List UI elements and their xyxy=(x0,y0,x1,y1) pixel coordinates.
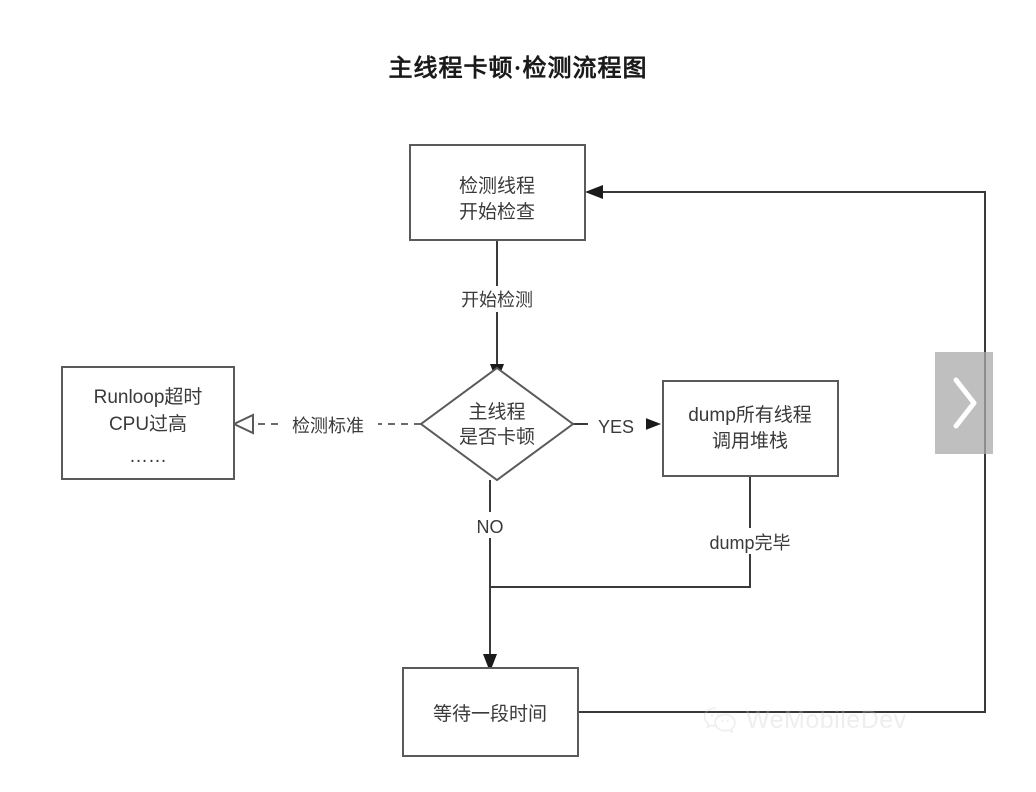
page-title: 主线程卡顿·检测流程图 xyxy=(388,56,648,82)
node-dump-stacks[interactable]: dump所有线程 调用堆栈 xyxy=(662,380,839,477)
edge-label-group: 开始检测 检测标准 YES NO dump完毕 xyxy=(278,286,806,554)
edge-label-start-detect: 开始检测 xyxy=(461,290,533,310)
node-dump-stacks-line1: dump所有线程 xyxy=(688,404,812,426)
arrowhead-icon xyxy=(483,654,497,672)
edge-dump-done xyxy=(491,476,751,588)
open-arrowhead-icon xyxy=(231,413,254,435)
node-criteria-line1: Runloop超时 xyxy=(94,386,203,408)
node-detect-thread-line2: 开始检查 xyxy=(459,201,535,223)
node-dump-stacks-line2: 调用堆栈 xyxy=(712,430,788,452)
node-detect-thread[interactable]: 检测线程 开始检查 xyxy=(409,144,586,241)
node-criteria-line3: …… xyxy=(129,446,167,467)
edge-label-no: NO xyxy=(477,517,504,537)
node-wait-line1: 等待一段时间 xyxy=(433,703,547,725)
node-decision-line2: 是否卡顿 xyxy=(459,426,535,448)
edge-label-dump-done: dump完毕 xyxy=(709,533,790,553)
node-criteria-line2: CPU过高 xyxy=(109,413,187,435)
arrowhead-icon xyxy=(585,185,603,199)
node-wait[interactable]: 等待一段时间 xyxy=(402,667,579,757)
node-decision-line1: 主线程 xyxy=(468,401,525,423)
node-decision-main-thread-stuck[interactable]: 主线程 是否卡顿 xyxy=(419,366,575,482)
edge-no xyxy=(483,480,497,672)
arrowhead-icon xyxy=(643,417,661,431)
next-image-button[interactable] xyxy=(935,352,993,454)
edge-label-criteria: 检测标准 xyxy=(292,416,364,436)
edge-label-yes: YES xyxy=(598,417,634,437)
chevron-right-icon xyxy=(953,377,977,429)
node-detect-thread-line1: 检测线程 xyxy=(459,175,535,197)
node-detection-criteria[interactable]: Runloop超时 CPU过高 …… xyxy=(61,366,235,480)
